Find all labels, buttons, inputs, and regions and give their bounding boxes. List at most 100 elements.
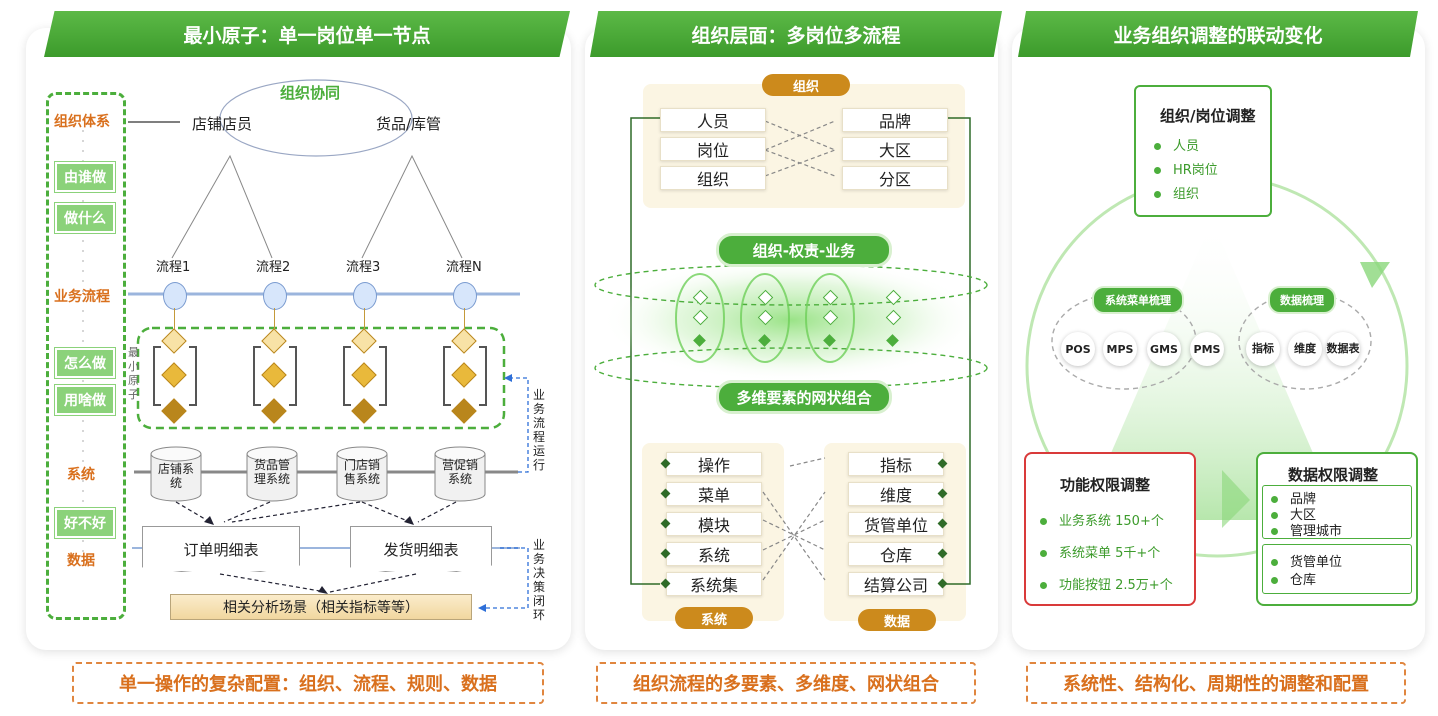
biz-run-label: 业务流程运行 <box>533 388 546 472</box>
bracket-left <box>343 346 351 406</box>
func-adjust-item: 系统菜单 5千+个 <box>1040 542 1160 561</box>
process-node <box>453 282 477 310</box>
process-link <box>464 308 465 348</box>
process-label: 流程2 <box>256 260 291 275</box>
box-use-what: 用啥做 <box>55 385 115 415</box>
org-right-item: 大区 <box>842 137 948 161</box>
menu-item-circle: PMS <box>1190 332 1224 366</box>
data-sort-label: 数据梳理 <box>1280 294 1324 307</box>
system-cylinder-label: 门店销售系统 <box>343 458 380 486</box>
data-item-circle: 维度 <box>1288 332 1322 366</box>
analysis-scene: 相关分析场景（相关指标等等） <box>170 594 472 620</box>
system-cylinder-label: 货品管理系统 <box>253 458 290 486</box>
data-adjust-item: 仓库 <box>1271 569 1316 588</box>
system-cylinder: 店铺系统 <box>150 446 202 502</box>
org-adjust-card: 组织/岗位调整 人员 HR岗位 组织 <box>1134 85 1272 217</box>
menu-item-circle: GMS <box>1147 332 1181 366</box>
org-left-item: 组织 <box>660 166 766 190</box>
process-link <box>174 308 175 348</box>
data-pill: 数据 <box>858 609 936 631</box>
func-adjust-title: 功能权限调整 <box>1060 476 1151 494</box>
data-adjust-item: 管理城市 <box>1271 520 1342 539</box>
atom-label: 最小原子 <box>128 346 139 401</box>
org-adjust-title: 组织/岗位调整 <box>1160 107 1256 125</box>
data-item-circle: 指标 <box>1246 332 1280 366</box>
system-cylinder: 货品管理系统 <box>246 446 298 502</box>
analysis-scene-label: 相关分析场景（相关指标等等） <box>223 600 419 616</box>
process-label: 流程N <box>446 260 482 275</box>
label-data: 数据 <box>67 553 95 569</box>
sys-item: 菜单 <box>666 482 762 506</box>
system-cylinder: 营促销系统 <box>434 446 486 502</box>
bracket-right <box>189 346 197 406</box>
org-pill: 组织 <box>762 74 850 96</box>
box-who: 由谁做 <box>55 162 115 192</box>
panel-atom-title: 最小原子：单一岗位单一节点 <box>44 11 570 57</box>
role-store-clerk: 店铺店员 <box>192 115 253 133</box>
footer-atom: 单一操作的复杂配置：组织、流程、规则、数据 <box>72 662 544 704</box>
data-item: 结算公司 <box>848 572 944 596</box>
collab-label: 组织协同 <box>280 84 341 102</box>
mid-bottom-pill: 多维要素的网状组合 <box>716 380 892 414</box>
org-adjust-item: 人员 <box>1154 135 1199 154</box>
label-system: 系统 <box>67 467 95 483</box>
func-adjust-item: 功能按钮 2.5万+个 <box>1040 574 1173 593</box>
system-cylinder-label: 营促销系统 <box>441 458 478 486</box>
func-adjust-card: 功能权限调整 业务系统 150+个 系统菜单 5千+个 功能按钮 2.5万+个 <box>1024 452 1196 606</box>
menu-sort-label: 系统菜单梳理 <box>1105 294 1171 307</box>
box-how: 怎么做 <box>55 348 115 378</box>
data-adjust-group2: 货管单位 仓库 <box>1262 544 1412 594</box>
menu-item-circle: POS <box>1061 332 1095 366</box>
data-sort-pill: 数据梳理 <box>1268 286 1336 314</box>
system-cylinder-label: 店铺系统 <box>157 462 194 490</box>
sys-pill: 系统 <box>675 607 753 629</box>
data-item: 维度 <box>848 482 944 506</box>
decision-label: 业务决策闭环 <box>533 538 546 622</box>
box-what: 做什么 <box>55 203 115 233</box>
process-link <box>274 308 275 348</box>
bracket-left <box>153 346 161 406</box>
bracket-right <box>289 346 297 406</box>
process-label: 流程1 <box>156 260 191 275</box>
order-detail-table: 订单明细表 <box>142 526 300 572</box>
panel-adjust-title: 业务组织调整的联动变化 <box>1018 11 1418 57</box>
data-adjust-item: 大区 <box>1271 504 1316 523</box>
sys-item: 模块 <box>666 512 762 536</box>
process-node <box>163 282 187 310</box>
org-right-item: 品牌 <box>842 108 948 132</box>
data-item-circle: 数据表 <box>1326 332 1360 366</box>
left-dashed-column <box>46 92 126 620</box>
org-right-item: 分区 <box>842 166 948 190</box>
org-adjust-item: 组织 <box>1154 183 1199 202</box>
role-goods-stock: 货品/库管 <box>376 115 442 133</box>
process-label: 流程3 <box>346 260 381 275</box>
data-item: 指标 <box>848 452 944 476</box>
panel-org-diagram <box>594 117 988 585</box>
box-good-bad: 好不好 <box>55 508 115 538</box>
menu-sort-pill: 系统菜单梳理 <box>1092 286 1184 314</box>
bracket-right <box>379 346 387 406</box>
process-node <box>263 282 287 310</box>
footer-org: 组织流程的多要素、多维度、网状组合 <box>596 662 976 704</box>
org-left-item: 人员 <box>660 108 766 132</box>
process-node <box>353 282 377 310</box>
data-adjust-item: 品牌 <box>1271 488 1316 507</box>
bracket-right <box>479 346 487 406</box>
menu-item-circle: MPS <box>1103 332 1137 366</box>
bracket-left <box>443 346 451 406</box>
org-adjust-item: HR岗位 <box>1154 159 1218 178</box>
ship-detail-table: 发货明细表 <box>350 526 492 572</box>
data-item: 仓库 <box>848 542 944 566</box>
panel-org-title: 组织层面：多岗位多流程 <box>590 11 1002 57</box>
data-adjust-item: 货管单位 <box>1271 551 1342 570</box>
label-org-system: 组织体系 <box>54 114 110 130</box>
footer-adjust: 系统性、结构化、周期性的调整和配置 <box>1026 662 1406 704</box>
mid-top-pill: 组织-权责-业务 <box>716 233 892 267</box>
system-cylinder: 门店销售系统 <box>336 446 388 502</box>
func-adjust-item: 业务系统 150+个 <box>1040 510 1164 529</box>
bracket-left <box>253 346 261 406</box>
data-adjust-card: 数据权限调整 品牌 大区 管理城市 货管单位 仓库 <box>1256 452 1418 606</box>
sys-item: 系统集 <box>666 572 762 596</box>
sys-item: 操作 <box>666 452 762 476</box>
data-item: 货管单位 <box>848 512 944 536</box>
